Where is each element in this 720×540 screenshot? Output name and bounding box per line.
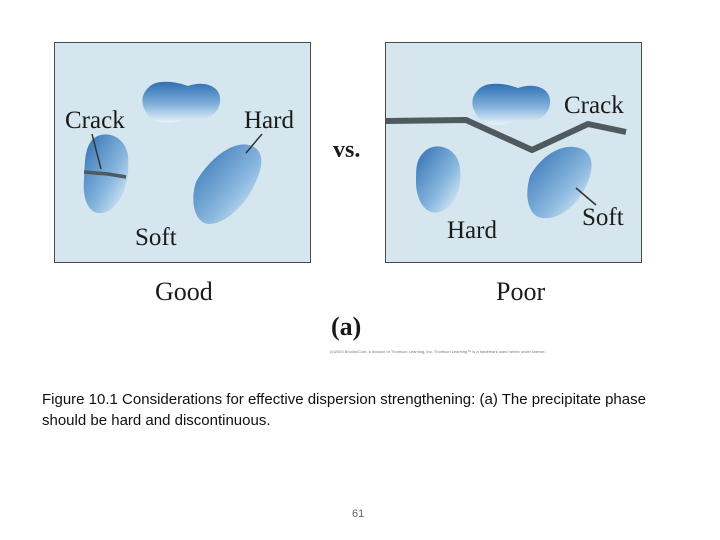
label-soft-left: Soft <box>135 224 177 251</box>
crack-line-right <box>385 117 627 153</box>
label-hard-right: Hard <box>447 217 497 244</box>
label-crack-right: Crack <box>564 92 624 119</box>
particle-right-right <box>527 146 592 219</box>
caption-poor: Poor <box>496 277 546 306</box>
page-number: 61 <box>352 508 365 520</box>
figure-caption: Figure 10.1 Considerations for effective… <box>42 391 646 429</box>
crack-leader-left <box>91 133 102 170</box>
soft-leader-right <box>575 187 597 206</box>
particle-top-right <box>472 83 551 125</box>
particle-left-right <box>416 146 461 213</box>
vs-label: vs. <box>333 137 361 163</box>
label-crack-left: Crack <box>65 107 125 134</box>
particle-right <box>193 144 262 224</box>
hard-leader-left <box>245 133 263 154</box>
label-soft-right: Soft <box>582 204 624 231</box>
label-hard-left: Hard <box>244 107 294 134</box>
crack-line-left <box>83 170 127 179</box>
copyright-text: (c)2003 Brooks/Cole, a division of Thoms… <box>330 349 546 354</box>
part-label: (a) <box>331 312 362 341</box>
particle-top <box>142 81 221 123</box>
caption-good: Good <box>155 277 213 306</box>
